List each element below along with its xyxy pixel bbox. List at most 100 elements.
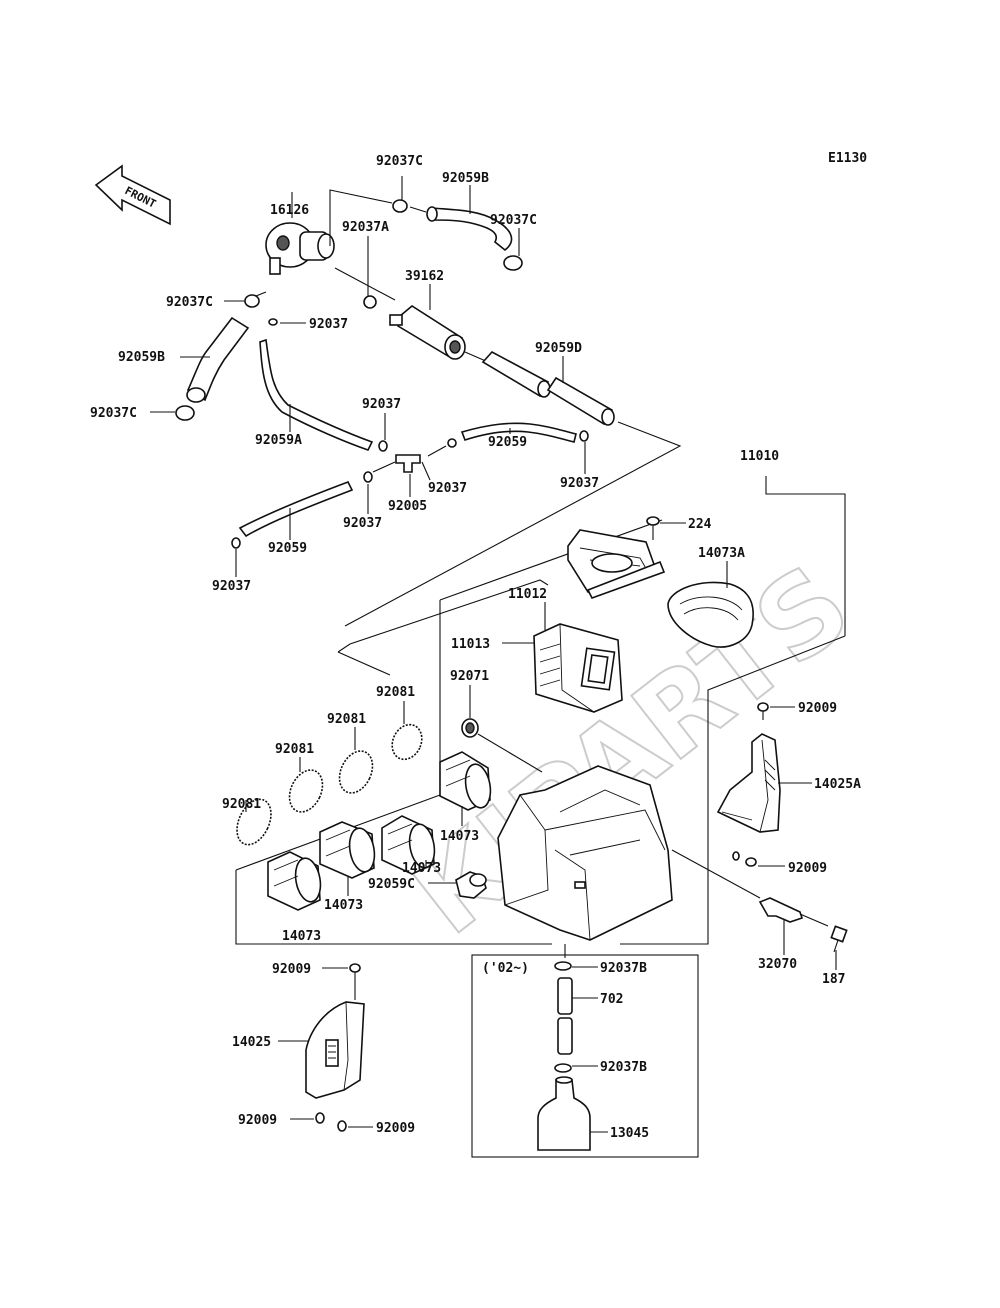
year-variant-box [471, 954, 699, 1158]
hose-92059d [481, 350, 615, 426]
cover-14025a [716, 733, 781, 833]
screw-92009-c [349, 963, 361, 1000]
tube-702 [557, 977, 573, 1055]
clamp-92037b-b [554, 1063, 572, 1073]
air-box-housing [497, 765, 673, 941]
clamp-92037c-bottom [175, 405, 195, 421]
joint-92005 [395, 454, 421, 473]
hose-92059b-left [186, 316, 250, 403]
cover-14025 [305, 1001, 365, 1099]
label-224: 224 [688, 517, 712, 532]
label-187: 187 [822, 972, 845, 987]
label-92059: 92059 [268, 541, 307, 556]
label-92005: 92005 [388, 499, 427, 514]
ring-92081-a [391, 723, 423, 761]
label-92059a: 92059A [255, 433, 302, 448]
label-92009: 92009 [272, 962, 311, 977]
label-92037c: 92037C [166, 295, 213, 310]
clamp-92037-a [268, 318, 278, 326]
label-92037: 92037 [560, 476, 599, 491]
label-11013: 11013 [451, 637, 490, 652]
clamp-92037-e [363, 471, 373, 483]
clamp-92037-c [447, 438, 457, 448]
screw-92009-d [315, 1112, 325, 1124]
clamp-92037-b [378, 440, 388, 452]
label-14025a: 14025A [814, 777, 861, 792]
label-92037: 92037 [309, 317, 348, 332]
label-16126: 16126 [270, 203, 309, 218]
ring-92081-b [338, 750, 374, 794]
screw-92009-b [732, 851, 757, 867]
bottle-13045 [537, 1076, 591, 1151]
label-92009: 92009 [238, 1113, 277, 1128]
clamp-92037a [363, 295, 377, 309]
hose-92059a [259, 338, 374, 451]
clamp-92037c-right [503, 255, 523, 271]
label-92081: 92081 [222, 797, 261, 812]
label-92009: 92009 [376, 1121, 415, 1136]
label-92037c: 92037C [376, 154, 423, 169]
label-92009: 92009 [788, 861, 827, 876]
label-92037c: 92037C [90, 406, 137, 421]
duct-14073a [667, 581, 754, 648]
label-92037: 92037 [428, 481, 467, 496]
hose-92059-left [238, 480, 354, 538]
label-14073a: 14073A [698, 546, 745, 561]
elbow-92059c [455, 871, 487, 899]
diagram-code: E1130 [828, 151, 867, 166]
label-32070: 32070 [758, 957, 797, 972]
filter-39162 [389, 305, 466, 360]
bracket-32070 [758, 897, 804, 923]
grommet-92071 [461, 718, 479, 738]
clamp-92037-d [579, 430, 589, 442]
label-13045: 13045 [610, 1126, 649, 1141]
label-92059c: 92059C [368, 877, 415, 892]
screw-224 [646, 516, 660, 540]
label-92037: 92037 [212, 579, 251, 594]
label-14073: 14073 [324, 898, 363, 913]
front-arrow-icon: FRONT [94, 164, 171, 226]
label-92081: 92081 [275, 742, 314, 757]
duct-14073-a [439, 751, 492, 811]
label-14073: 14073 [402, 861, 441, 876]
label-14073: 14073 [440, 829, 479, 844]
hose-92059b-top [426, 206, 513, 252]
label-92037c: 92037C [490, 213, 537, 228]
label-14073: 14073 [282, 929, 321, 944]
label-702: 702 [600, 992, 623, 1007]
label-92081: 92081 [376, 685, 415, 700]
duct-14073-c [319, 821, 376, 879]
year-note: ('02~) [482, 961, 529, 976]
label-92059b: 92059B [118, 350, 165, 365]
label-92037: 92037 [343, 516, 382, 531]
clamp-92037c-top [392, 199, 408, 213]
label-92009: 92009 [798, 701, 837, 716]
label-92037b: 92037B [600, 961, 647, 976]
duct-14073-b [381, 815, 436, 875]
label-92059b: 92059B [442, 171, 489, 186]
label-92059: 92059 [488, 435, 527, 450]
hose-92059-right [460, 422, 577, 443]
screw-92009-e [337, 1120, 347, 1132]
label-92071: 92071 [450, 669, 489, 684]
filter-element-11013 [533, 623, 623, 713]
label-92081: 92081 [327, 712, 366, 727]
label-39162: 39162 [405, 269, 444, 284]
duct-14073-d [267, 851, 322, 911]
ring-92081-c [288, 769, 324, 813]
bolt-187 [830, 925, 848, 953]
clamp-92037b-a [554, 961, 572, 971]
label-11010: 11010 [740, 449, 779, 464]
clamp-92037-f [231, 537, 241, 549]
label-11012: 11012 [508, 587, 547, 602]
label-92037a: 92037A [342, 220, 389, 235]
label-92059d: 92059D [535, 341, 582, 356]
label-92037b: 92037B [600, 1060, 647, 1075]
screw-92009-a [757, 702, 769, 720]
upper-bracket [567, 529, 666, 599]
label-92037: 92037 [362, 397, 401, 412]
clamp-92037c-left [244, 291, 267, 308]
label-14025: 14025 [232, 1035, 271, 1050]
